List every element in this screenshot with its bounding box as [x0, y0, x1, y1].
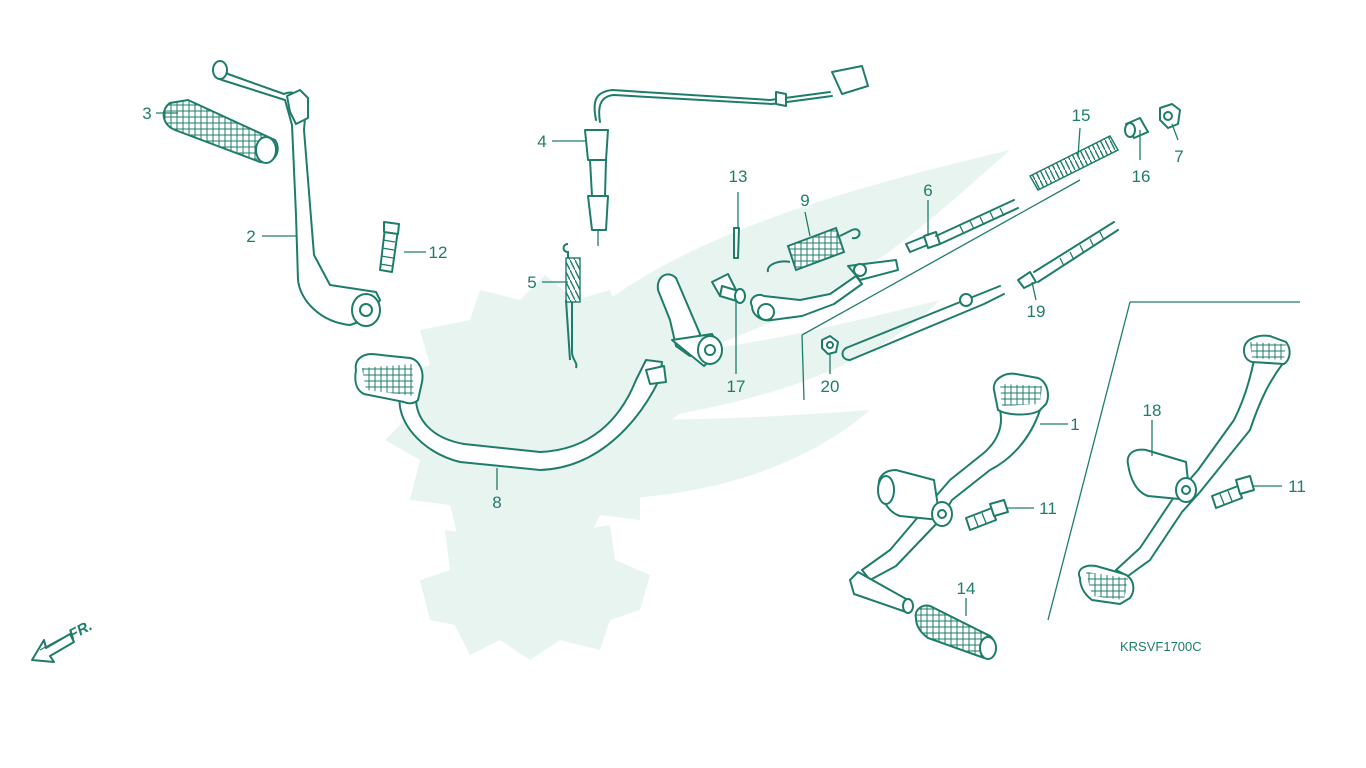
callout-14: 14 — [957, 579, 976, 598]
callout-15: 15 — [1072, 106, 1091, 125]
callout-9: 9 — [800, 191, 809, 210]
bolt-11b — [1211, 475, 1255, 509]
front-direction-arrow: FR. — [31, 617, 95, 663]
nut-7 — [1159, 103, 1181, 129]
callout-12: 12 — [429, 243, 448, 262]
callout-13: 13 — [729, 167, 748, 186]
brake-arm — [750, 259, 899, 322]
callout-1: 1 — [1070, 415, 1079, 434]
diagram-code: KRSVF1700C — [1120, 639, 1202, 654]
callout-labels: 3 2 4 5 13 9 6 15 16 7 12 17 20 19 8 1 1… — [142, 104, 1306, 598]
brake-pedal-18 — [1078, 334, 1291, 605]
kick-starter-arm — [212, 60, 381, 327]
spring-9 — [766, 226, 861, 273]
callout-20: 20 — [821, 377, 840, 396]
watermark-logo — [385, 150, 1010, 660]
brake-pedal-8 — [354, 273, 723, 471]
callout-18: 18 — [1143, 401, 1162, 420]
callout-4: 4 — [537, 132, 546, 151]
leader-lines — [156, 112, 1282, 616]
nut-20 — [821, 335, 839, 355]
divider-lines — [801, 179, 1300, 621]
stop-switch-cable — [584, 65, 869, 246]
callout-11b: 11 — [1288, 477, 1306, 496]
spring-15 — [1028, 135, 1120, 191]
spring-5 — [562, 243, 581, 369]
pedal-rubber-14 — [914, 604, 997, 660]
callout-11a: 11 — [1039, 499, 1057, 518]
callout-2: 2 — [246, 227, 255, 246]
callout-6: 6 — [923, 181, 932, 200]
bolt-11a — [965, 499, 1009, 531]
brake-rod-19 — [841, 221, 1119, 361]
kick-rubber — [162, 98, 279, 164]
callout-17: 17 — [727, 377, 746, 396]
collar-16 — [1124, 117, 1149, 139]
brake-pedal-1 — [849, 372, 1049, 614]
bolt-12 — [379, 221, 400, 273]
cotter-pin-13 — [733, 227, 740, 259]
callout-3: 3 — [142, 104, 151, 123]
callout-8: 8 — [492, 493, 501, 512]
joint-17 — [711, 273, 746, 304]
callout-7: 7 — [1174, 147, 1183, 166]
callout-19: 19 — [1027, 302, 1046, 321]
callout-5: 5 — [527, 273, 536, 292]
callout-16: 16 — [1132, 167, 1151, 186]
